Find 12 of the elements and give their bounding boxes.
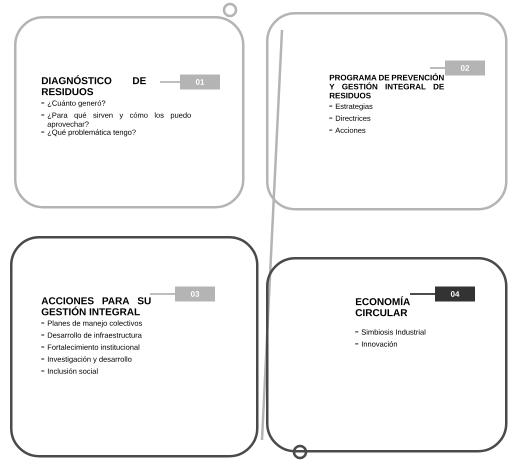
process-panel	[14, 16, 244, 208]
heading: PROGRAMA DE PREVENCIÓN Y GESTIÓN INTEGRAL DE RESIDUOS	[329, 73, 444, 98]
number-badge: 01	[180, 74, 220, 90]
process-panel	[266, 12, 508, 210]
number-badge: 03	[175, 286, 215, 302]
process-panel	[266, 257, 508, 452]
number-badge: 04	[435, 286, 475, 302]
number-badge: 02	[445, 60, 485, 76]
process-panel	[10, 236, 258, 458]
heading: ACCIONES PARA SU GESTIÓN INTEGRAL	[42, 297, 151, 316]
heading: ECONOMÍA CIRCULAR	[356, 296, 410, 316]
heading: DIAGNÓSTICO DE RESIDUOS	[42, 75, 146, 96]
